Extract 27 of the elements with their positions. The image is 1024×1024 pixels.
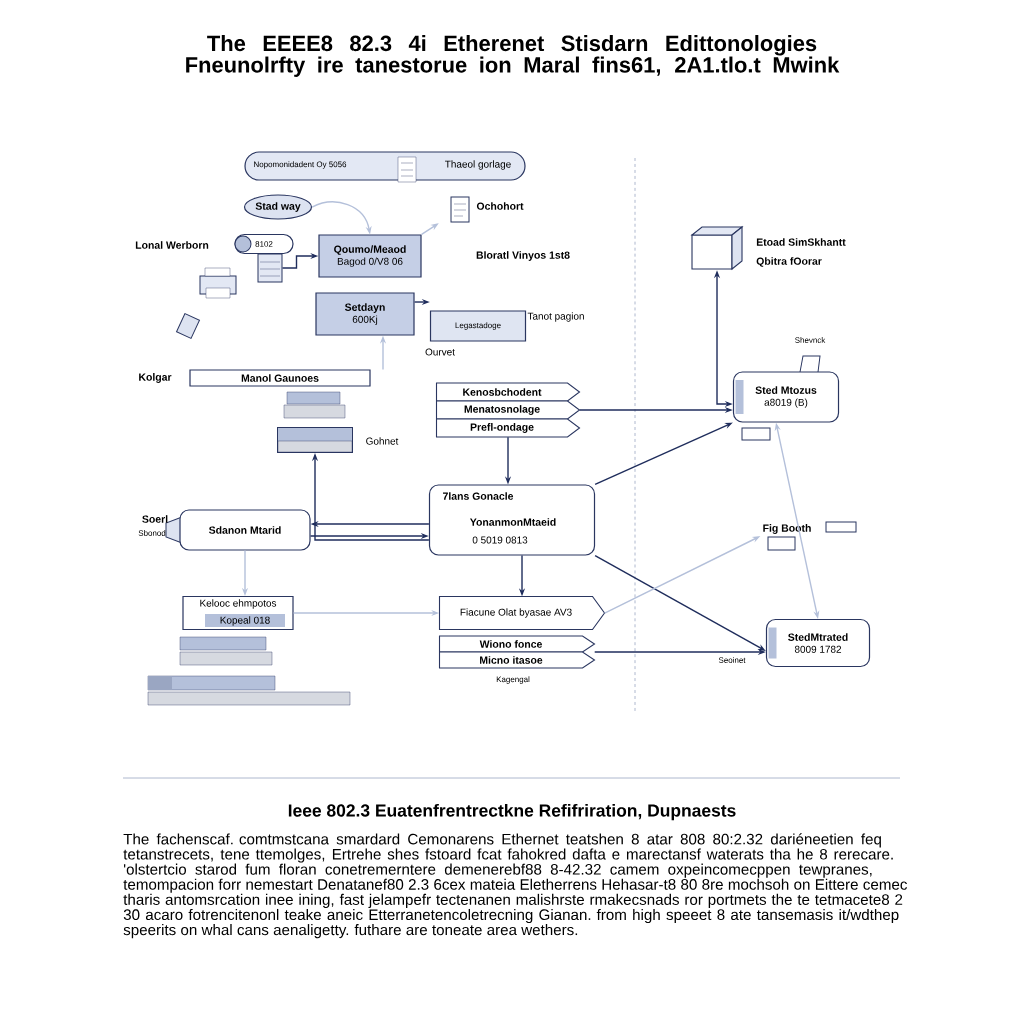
node-label: Fig Booth <box>763 524 811 534</box>
node-label: Prefl-ondage <box>470 423 534 433</box>
node-caption: Tanot pagion <box>527 312 584 322</box>
tag-stack: Kenosbchodent Menatosnolage Prefl-ondage <box>435 382 581 438</box>
process-box: Setdayn 600Kj <box>315 292 415 336</box>
node-caption: Gohnet <box>366 437 399 445</box>
hub-box: 7lans Gonacle YonanmonMtaeid 0 5019 0813 <box>428 484 596 556</box>
node-label: Menatosnolage <box>464 405 540 415</box>
node-label: Etoad SimSkhantt <box>756 238 846 246</box>
tag-arrow-box: Fiacune Olat byasae AV3 <box>438 595 606 631</box>
plain-label: Ourvet <box>425 348 455 356</box>
document-icon-label: Ochohort <box>450 196 524 223</box>
plain-label: Bloratl Vinyos 1st8 <box>476 251 570 261</box>
node-label: Qbitra fOorar <box>756 257 822 267</box>
tag-stack: Wiono fonce Micno itasoe <box>438 635 596 669</box>
device-box: Sted Mtozus a8019 (B) <box>732 371 840 423</box>
process-box: Qoumo/Meaod Bagod 0/V8 06 <box>318 234 422 278</box>
cabinet-icon <box>257 253 283 283</box>
record-box: Kelooc ehmpotos Kopeal 018 <box>182 595 294 631</box>
title: The EEEE8 82.3 4i Etherenet Stisdarn Edittonologies Fneunolrfty ire tanestorue ion Maral fins61, 2A1.tlo.t Mwink <box>186 35 840 77</box>
section-heading: Ieee 802.3 Euatenfrentrectkne Refifriration, Dupnaests <box>288 803 736 821</box>
node-caption: Soerl <box>142 515 168 523</box>
device-box: StedMtrated 8009 1782 <box>765 618 871 668</box>
node-caption: Kolgar <box>139 373 172 383</box>
bus-bar: Manol Gaunoes <box>189 369 371 387</box>
caption-paragraph: The fachenscaf. comtmstcana smardard Cemonarens Ethernet teatshen 8 atar 808 80:2.32 dariéneetien feq tetanstrecets, tene ttemolges, Ertrehe shes fstoard fcat fahokred dafta e marectansf waterats tha he 8 rerecare. 'olstertcio starod fum floran conetremerntere demenerebf88 8-42.32 camem oxpeincomecppen tewpranes, temompacion forr nemestart Denatanef80 2.3 6cex mateia Eletherrens Hehasar-t8 80 8re mochsoh on Eittere cemec tharis antomsrcation inee ining, fast jelampefr tectenanen malishrste rmakecsnads ror portmets the te tetmacete8 2 30 acaro fotrencitenonl teake aneic Etterranetencoletrecning Gianan. from high speeet 8 ate tansemasis it/wdthep speerits on whal cans aenaligetty. futhare are toneate area wethers. <box>123 833 908 939</box>
node-caption: Lonal Werborn <box>135 241 209 249</box>
